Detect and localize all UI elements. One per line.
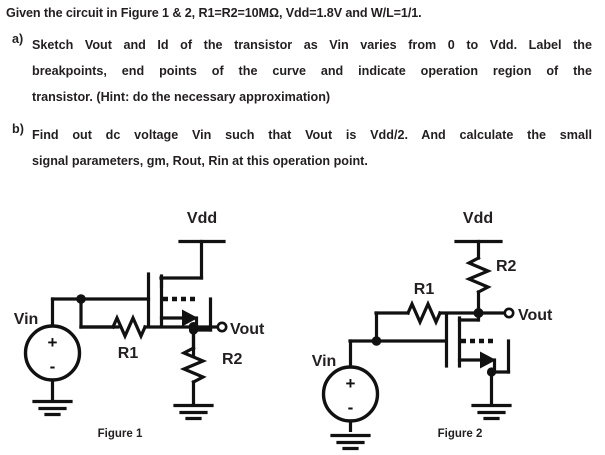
figure-1-r1-symbol [110, 314, 148, 340]
item-a-line-2: breakpoints, end points of the curve and… [32, 64, 592, 78]
figure-1-schematic: Vdd [14, 210, 265, 421]
figure-2-vout-label: Vout [518, 307, 553, 324]
item-a-marker: a) [12, 32, 24, 46]
figure-1: Vdd [0, 196, 300, 432]
figure-1-vin-label: Vin [14, 311, 39, 328]
figure-1-vdd-label: Vdd [187, 210, 217, 227]
problem-item-a: a) Sketch Vout and Id of the transistor … [12, 32, 592, 110]
figure-2-r2-label: R2 [496, 258, 517, 275]
figure-1-vin-minus-sign: - [50, 357, 56, 376]
figure-2-ground-extra [330, 433, 371, 451]
figure-1-vin-plus-sign: + [48, 333, 58, 352]
figure-1-caption: Figure 1 [97, 428, 143, 440]
figure-1-r2-symbol [179, 345, 208, 385]
item-b-line-1: Find out dc voltage Vin such that Vout i… [32, 128, 592, 142]
item-b-marker: b) [12, 122, 24, 136]
figure-2-vin-plus-sign: + [346, 374, 356, 393]
figure-2-schematic: Vdd R2 Vout R1 [312, 210, 553, 432]
figure-1-vout-terminal-icon [216, 321, 228, 333]
item-a-line-3: transistor. (Hint: do the necessary appr… [32, 90, 331, 104]
figure-2-r1-symbol [405, 300, 443, 326]
figure-2-vdd-label: Vdd [463, 210, 493, 227]
item-b-body: Find out dc voltage Vin such that Vout i… [32, 122, 592, 174]
figure-2: Vdd R2 Vout R1 [300, 196, 605, 454]
figure-2-vout-terminal-icon [503, 307, 515, 319]
item-b-line-2: signal parameters, gm, Rout, Rin at this… [32, 154, 368, 168]
problem-stem: Given the circuit in Figure 1 & 2, R1=R2… [6, 6, 422, 20]
problem-item-b: b) Find out dc voltage Vin such that Vou… [12, 122, 592, 174]
figure-1-source-arrow-icon [182, 309, 198, 327]
item-a-line-1: Sketch Vout and Id of the transistor as … [32, 38, 592, 52]
item-a-body: Sketch Vout and Id of the transistor as … [32, 32, 592, 110]
figure-1-r1-label: R1 [118, 345, 139, 362]
figure-2-r1-label: R1 [414, 281, 435, 298]
figure-2-vin-label: Vin [312, 353, 337, 370]
figure-2-source-arrow-icon [480, 351, 496, 369]
figure-2-vin-junction-dot [371, 336, 382, 346]
figure-2-caption: Figure 2 [437, 428, 483, 440]
figure-1-r2-label: R2 [222, 351, 243, 368]
figure-2-vin-minus-sign: - [348, 398, 354, 417]
figure-2-r2-symbol [464, 255, 493, 295]
figure-1-vout-label: Vout [230, 321, 265, 338]
